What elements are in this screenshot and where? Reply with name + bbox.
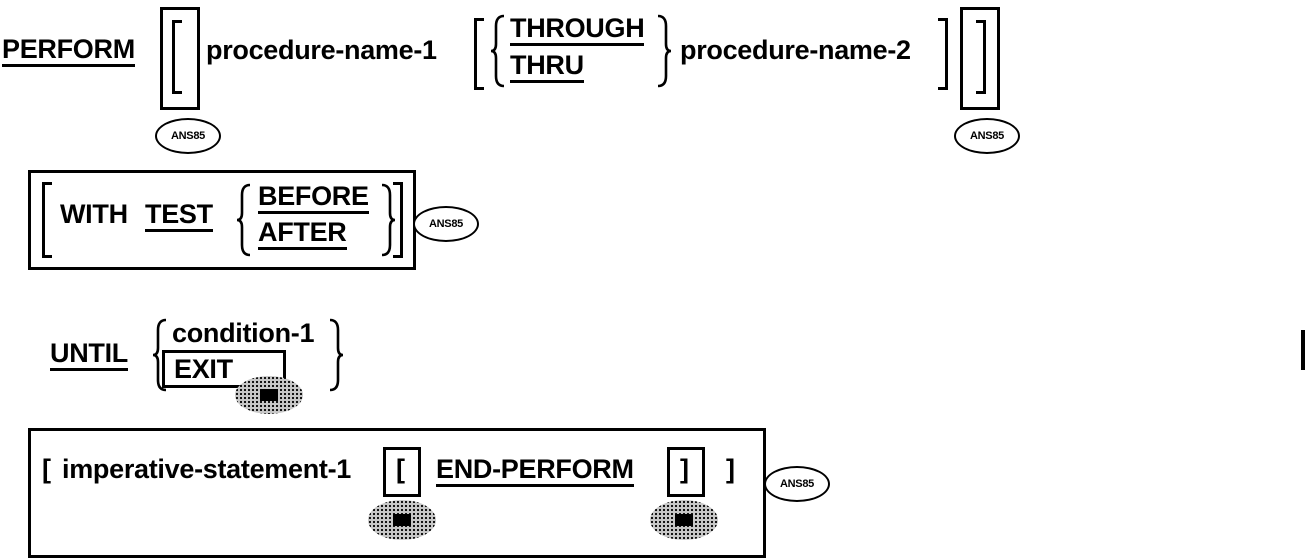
right-brace-through-thru xyxy=(657,14,672,88)
end-perform-close-bracket: ] xyxy=(680,454,689,484)
end-perform-keyword: END-PERFORM xyxy=(436,456,634,487)
nf-badge-label: NF xyxy=(393,513,411,527)
imperative-open-bracket: [ xyxy=(42,454,51,484)
condition-1: condition-1 xyxy=(172,318,315,348)
left-brace-through-thru xyxy=(490,14,505,88)
ans85-right-bracket-box xyxy=(960,7,1000,110)
imperative-statement-box xyxy=(28,428,766,558)
nf-badge-left: NF xyxy=(368,500,436,540)
optional-bracket-close xyxy=(938,18,948,90)
left-brace-before-after xyxy=(236,183,251,257)
with-test-close-bracket xyxy=(393,182,403,258)
nf-badge-exit: NF xyxy=(235,376,303,414)
after-keyword: AFTER xyxy=(258,219,347,250)
left-brace-condition xyxy=(152,318,167,392)
perform-keyword: PERFORM xyxy=(2,36,135,67)
nf-close-bracket-box xyxy=(667,447,705,497)
ans85-left-bracket-box xyxy=(160,7,200,110)
with-keyword: WITH xyxy=(60,199,128,229)
edge-mark xyxy=(1301,330,1305,370)
nf-badge-label: NF xyxy=(260,388,278,402)
until-keyword: UNTIL xyxy=(50,340,128,371)
nf-badge-right: NF xyxy=(650,500,718,540)
nf-badge-label: NF xyxy=(675,513,693,527)
ans85-badge-with-test: ANS85 xyxy=(413,206,479,242)
right-brace-before-after xyxy=(381,183,396,257)
before-keyword: BEFORE xyxy=(258,183,369,214)
end-perform-open-bracket: [ xyxy=(396,454,405,484)
ans85-badge-right: ANS85 xyxy=(954,118,1020,154)
optional-bracket-open xyxy=(474,18,484,90)
with-test-open-bracket xyxy=(42,182,52,258)
procedure-name-2: procedure-name-2 xyxy=(680,35,911,65)
left-bracket xyxy=(172,20,182,94)
test-keyword: TEST xyxy=(145,201,213,232)
through-keyword: THROUGH xyxy=(510,15,645,46)
ans85-badge-left: ANS85 xyxy=(155,118,221,154)
exit-nf-box xyxy=(162,350,286,388)
right-bracket xyxy=(976,20,986,94)
exit-keyword: EXIT xyxy=(174,354,233,384)
nf-open-bracket-box xyxy=(383,447,421,497)
right-brace-condition xyxy=(329,318,344,392)
ans85-badge-imperative: ANS85 xyxy=(764,466,830,502)
procedure-name-1: procedure-name-1 xyxy=(206,35,437,65)
imperative-close-bracket: ] xyxy=(726,454,735,484)
thru-keyword: THRU xyxy=(510,52,584,83)
imperative-statement-1: imperative-statement-1 xyxy=(62,454,352,484)
